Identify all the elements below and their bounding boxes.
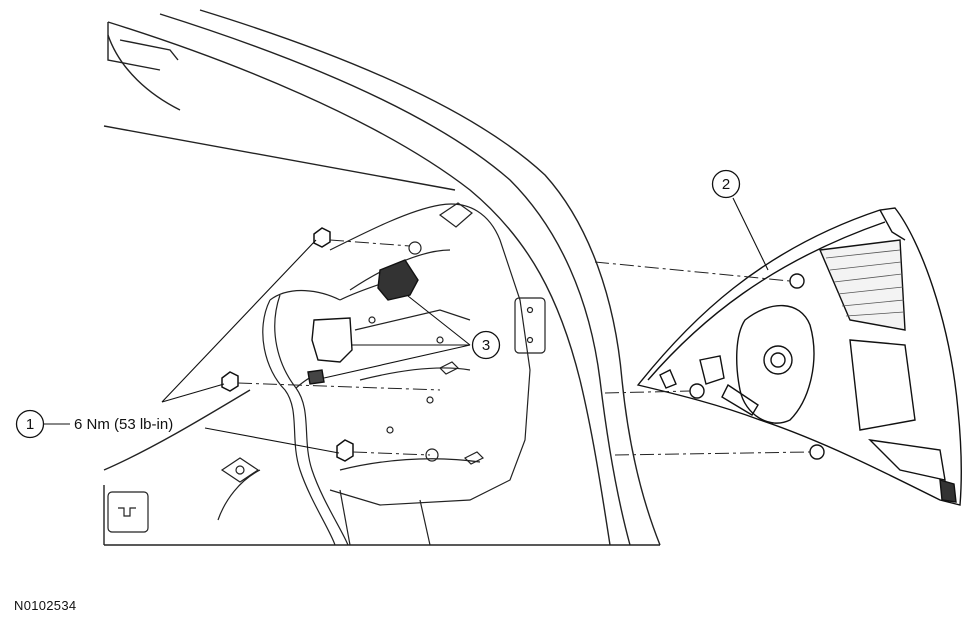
inner-panel <box>329 202 546 546</box>
electrical-connectors <box>307 259 419 385</box>
torque-spec-label: 6 Nm (53 lb-in) <box>74 416 173 433</box>
middle-connector <box>311 317 353 363</box>
upper-connector <box>377 259 419 301</box>
lower-connector <box>307 369 325 385</box>
callout-3-circle <box>471 330 501 360</box>
alignment-lines <box>237 239 811 456</box>
leader-lines <box>44 197 769 454</box>
figure-id: N0102534 <box>14 598 77 613</box>
callout-2-circle <box>711 169 741 199</box>
nut-upper <box>313 227 331 248</box>
callout-3: 3 <box>471 330 501 360</box>
wiring-harness <box>217 279 391 546</box>
vehicle-body <box>103 9 661 546</box>
callout-1: 1 <box>15 409 45 439</box>
nut-lower <box>336 439 354 462</box>
callout-1-label: 1 <box>26 416 34 433</box>
nut-middle <box>221 371 239 392</box>
retaining-nuts <box>221 227 354 462</box>
callout-3-label: 3 <box>482 337 490 354</box>
callout-1-circle <box>15 409 45 439</box>
callout-2-label: 2 <box>722 176 730 193</box>
tail-lamp-assembly <box>636 207 963 506</box>
lower-left-components <box>107 457 260 533</box>
callout-2: 2 <box>711 169 741 199</box>
